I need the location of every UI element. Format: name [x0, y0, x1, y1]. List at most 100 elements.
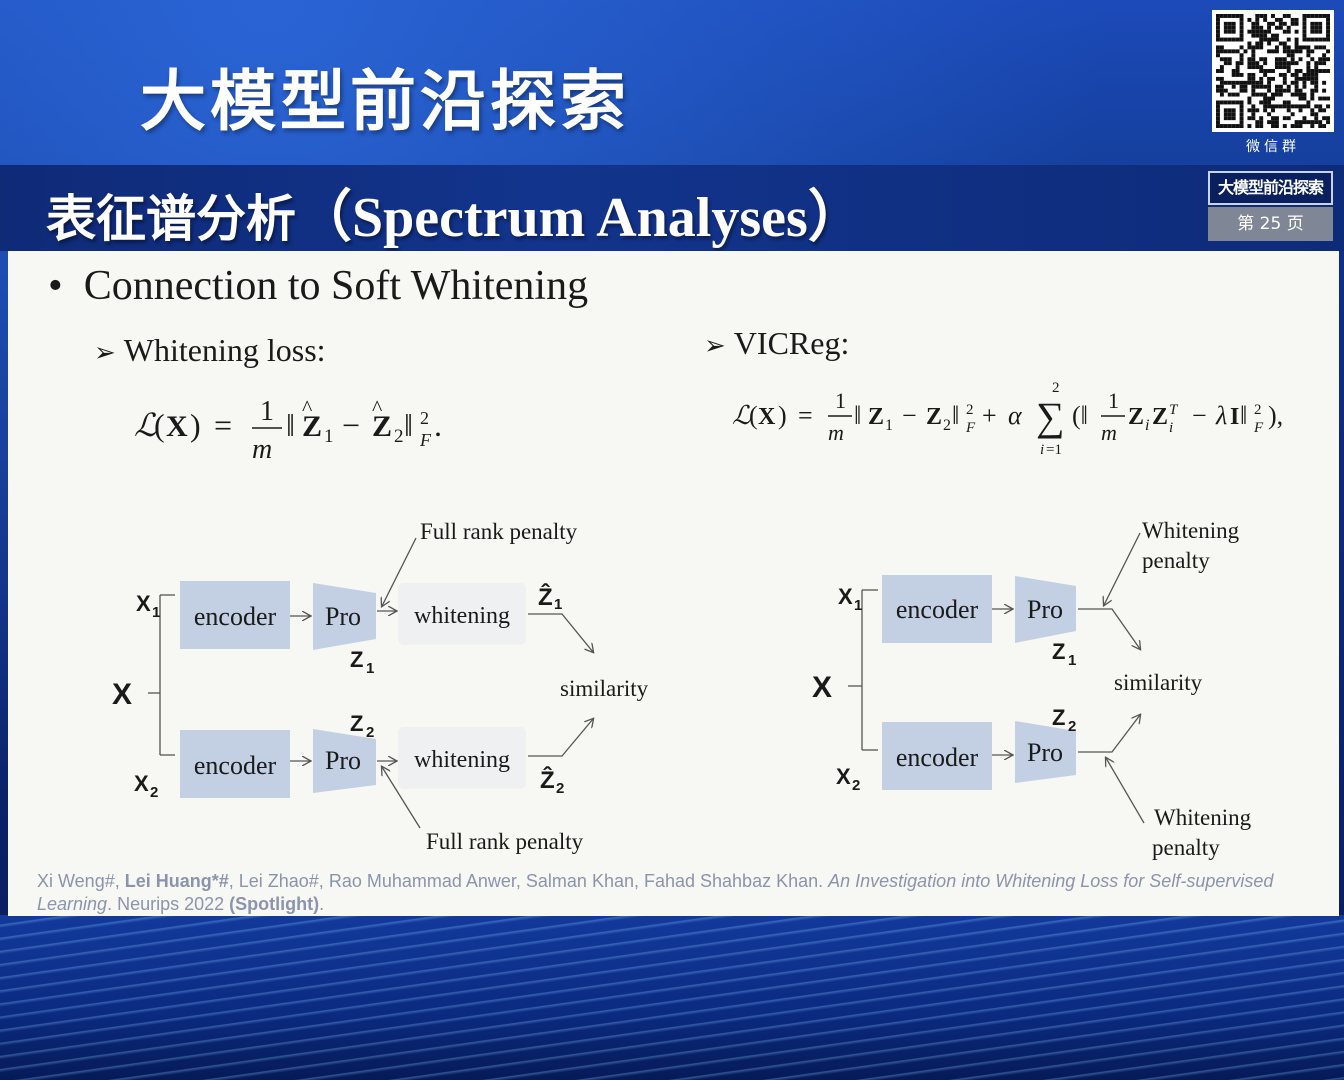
- page-number: 第 25 页: [1208, 207, 1333, 241]
- pro-label-top: Pro: [1027, 595, 1063, 624]
- x2-subscript: 2: [852, 777, 860, 794]
- projector-bottom: [313, 729, 376, 793]
- citation-venue: . Neurips 2022: [107, 894, 230, 914]
- svg-text:‖: ‖: [404, 407, 413, 443]
- svg-text:=: =: [798, 401, 813, 430]
- z2-subscript: 2: [1068, 718, 1076, 735]
- svg-text:‖: ‖: [286, 407, 295, 443]
- svg-text:=: =: [214, 407, 232, 443]
- arrow-bullet-icon: ➢: [94, 338, 116, 368]
- svg-text:λ: λ: [1215, 401, 1227, 430]
- citation-end: .: [319, 894, 325, 914]
- z2-label: Z: [350, 711, 363, 736]
- citation-author-highlight: Lei Huang*#: [124, 871, 229, 891]
- citation-paper-title: An Investigation into Whitening Loss for…: [37, 871, 1274, 914]
- svg-text:X: X: [758, 404, 776, 430]
- bottom-decoration: [0, 915, 1344, 1080]
- zhat1-label: Ẑ: [538, 583, 553, 611]
- svg-text:(: (: [154, 407, 165, 443]
- section-title-zh: 表征谱分析: [46, 190, 296, 248]
- svg-text:2: 2: [1052, 380, 1060, 396]
- encoder-box-bottom: [882, 722, 992, 790]
- svg-text:‖: ‖: [854, 401, 861, 430]
- vicreg-formula: ℒ ( X ) = 1 m ‖ Z 1 − Z 2 ‖ 2 F + α 2 ∑ …: [732, 380, 1283, 458]
- encoder-label-top: encoder: [194, 602, 277, 631]
- input-x-label: X: [112, 678, 132, 711]
- svg-text:+: +: [982, 401, 997, 430]
- svg-text:−: −: [902, 401, 917, 430]
- svg-text:1: 1: [260, 396, 274, 427]
- svg-text:2: 2: [966, 402, 974, 418]
- zhat2-subscript: 2: [556, 780, 564, 797]
- left-architecture-diagram: encoder encoder Pro Pro whitening whiten…: [112, 519, 649, 854]
- encoder-label-bottom: encoder: [896, 743, 979, 772]
- projector-top: [1015, 576, 1076, 643]
- svg-text:Z: Z: [926, 404, 942, 430]
- encoder-box-top: [180, 581, 290, 649]
- z1-label: Z: [1052, 639, 1065, 664]
- z2-label: Z: [1052, 705, 1065, 730]
- svg-text:2: 2: [394, 426, 404, 447]
- pro-label-top: Pro: [325, 602, 361, 631]
- svg-text:ℒ: ℒ: [732, 401, 752, 430]
- svg-text:^: ^: [302, 395, 313, 420]
- qr-caption: 微信群: [1246, 139, 1300, 155]
- svg-text:α: α: [1008, 401, 1023, 430]
- penalty-label-bottom: Full rank penalty: [426, 829, 584, 854]
- svg-text:(‖: (‖: [1072, 401, 1088, 430]
- title-bar: [0, 165, 1344, 251]
- svg-text:m: m: [1101, 420, 1117, 445]
- svg-text:i: i: [1040, 442, 1044, 458]
- right-architecture-diagram: encoder encoder Pro Pro X X 1 X 2 Z 1 Z …: [812, 518, 1252, 860]
- encoder-box-top: [882, 575, 992, 643]
- bullet-dot: •: [48, 263, 84, 309]
- main-bullet: • Connection to Soft Whitening: [48, 262, 588, 310]
- svg-text:Z: Z: [868, 404, 884, 430]
- x1-subscript: 1: [152, 604, 160, 621]
- right-subheading: ➢ VICReg:: [704, 325, 849, 362]
- penalty-label-bottom-line2: penalty: [1152, 835, 1220, 860]
- svg-text:Z: Z: [1152, 404, 1168, 430]
- svg-text:∑: ∑: [1036, 394, 1065, 439]
- svg-text:1: 1: [1108, 388, 1119, 413]
- x1-subscript: 1: [854, 597, 862, 614]
- penalty-label-top: Full rank penalty: [420, 519, 578, 544]
- svg-text:m: m: [828, 420, 844, 445]
- citation-spotlight: (Spotlight): [229, 894, 320, 914]
- penalty-label-top-line1: Whitening: [1142, 518, 1240, 543]
- svg-text:F: F: [419, 430, 432, 450]
- svg-text:X: X: [166, 410, 188, 443]
- encoder-label-bottom: encoder: [194, 751, 277, 780]
- svg-text:F: F: [1253, 420, 1264, 436]
- x2-label: X: [134, 771, 149, 796]
- x2-label: X: [836, 764, 851, 789]
- z2-subscript: 2: [366, 724, 374, 741]
- badge-title: 大模型前沿探索: [1208, 171, 1333, 205]
- left-subheading-text: Whitening loss:: [123, 332, 326, 368]
- encoder-box-bottom: [180, 730, 290, 798]
- svg-text:‖: ‖: [952, 401, 959, 430]
- whitening-box-top: [398, 583, 526, 645]
- svg-text:i: i: [1169, 420, 1173, 436]
- x1-label: X: [838, 584, 853, 609]
- qr-code-icon: [1212, 10, 1334, 132]
- svg-text:1: 1: [885, 417, 893, 434]
- bullet-text: Connection to Soft Whitening: [83, 263, 589, 309]
- svg-text:ℒ: ℒ: [134, 407, 158, 443]
- svg-text:): ): [778, 401, 787, 430]
- projector-top: [313, 583, 376, 650]
- svg-text:‖: ‖: [1240, 401, 1247, 430]
- svg-text:Z: Z: [302, 410, 322, 443]
- left-subheading: ➢ Whitening loss:: [94, 332, 326, 369]
- input-x-label: X: [812, 671, 832, 704]
- penalty-label-top-line2: penalty: [1142, 548, 1210, 573]
- svg-text:−: −: [342, 407, 360, 443]
- svg-text:Z: Z: [1128, 404, 1144, 430]
- similarity-label: similarity: [1114, 670, 1203, 695]
- svg-text:m: m: [252, 434, 272, 465]
- penalty-label-bottom-line1: Whitening: [1154, 805, 1252, 830]
- page-badge: 大模型前沿探索 第 25 页: [1208, 171, 1333, 241]
- zhat1-subscript: 1: [554, 596, 562, 613]
- svg-text:=1: =1: [1046, 442, 1062, 458]
- citation-authors-c: , Lei Zhao#, Rao Muhammad Anwer, Salman …: [228, 871, 829, 891]
